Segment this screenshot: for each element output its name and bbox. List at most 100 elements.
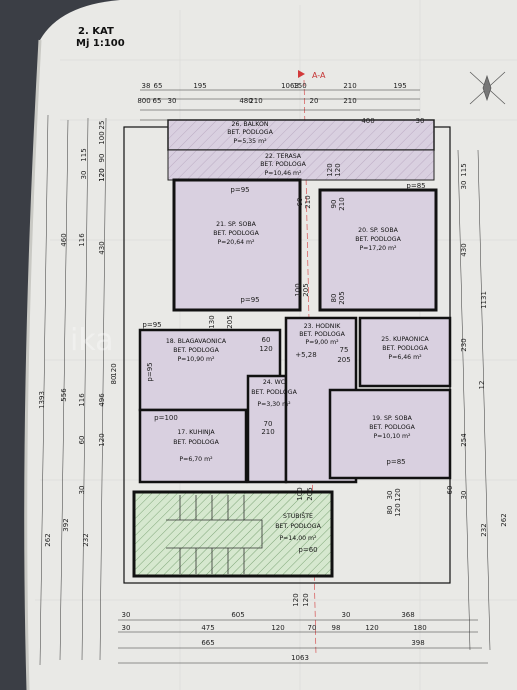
right-dim-label: 30 [460,491,468,500]
terasa-area: P=10,46 m² [264,170,302,177]
top-dim-label: 65 [153,97,162,105]
top-dim-label: 400 [361,117,374,125]
right-dim-label: 12 [478,381,486,390]
soba20-area: P=17,20 m² [359,245,397,252]
kuhinja-name: 17. KUHINJA [177,429,215,436]
hodnik-area: P=9,00 m² [305,339,339,346]
soba19-name: 19. SP. SOBA [372,415,412,422]
inner-dim-label: 60 [296,198,304,207]
wc-name: 24. WC [263,379,285,386]
bottom-dim-label: 180 [413,624,426,632]
bottom-dim-label: 30 [122,611,131,619]
top-dim-label: 195 [393,82,406,90]
compass-icon [469,71,506,105]
top-dim-label: 20 [310,97,319,105]
inner-dim-label: 60 [262,336,271,344]
inner-dim-label: 75 [340,346,349,354]
left-dim-label: 556 [60,388,68,402]
blagavaonica-area: P=10,90 m² [177,356,215,363]
top-dim-label: 210 [343,82,356,90]
stubiste-area: P=14,00 m² [279,535,317,542]
room-kuhinja [138,408,248,484]
inner-dim-label: 120 [302,593,310,606]
left-dim-label: 30 [78,486,86,495]
kupaonica-name: 25. KUPAONICA [381,336,429,343]
left-dim-label: 80 [110,376,118,385]
left-dim-label: 100 [98,131,106,144]
left-dim-label: 60 [78,436,86,445]
left-dim-label: 116 [78,393,86,407]
inner-dim-label: p=85 [406,182,425,190]
inner-dim-label: 205 [302,283,310,296]
left-dim-label: 496 [98,393,106,407]
inner-dim-label: p=60 [298,546,317,554]
inner-dim-label: p=100 [154,414,178,422]
inner-dim-label: 120 [292,593,300,606]
balkon-area: P=5,35 m² [233,138,267,145]
right-dim-label: 80 [386,506,394,515]
inner-dim-label: p=95 [146,362,154,381]
bottom-dim-label: 30 [122,624,131,632]
room-terasa [167,149,435,181]
hodnik-floor: BET. PODLOGA [299,331,345,338]
inner-dim-label: p=95 [142,321,161,329]
top-dim-label: 210 [343,97,356,105]
right-dim-label: 262 [500,513,508,526]
right-dim-label: 120 [394,488,402,501]
inner-dim-label: 130 [208,315,216,328]
right-dim-label: 30 [386,491,394,500]
left-dim-label: 90 [98,154,106,163]
bottom-dim-label: 398 [411,639,424,647]
stubiste-name: STUBIŠTE [283,511,313,520]
room-soba-20 [318,188,438,312]
plan-scale: Mj 1:100 [76,38,125,49]
room-stubiste [132,490,334,578]
kupaonica-area: P=6,46 m² [388,354,422,361]
inner-dim-label: 210 [338,197,346,210]
top-dim-label: 480 [239,97,252,105]
bottom-dim-label: 665 [201,639,214,647]
right-dim-label: 254 [460,433,468,447]
inner-dim-label: 120 [334,163,342,176]
left-dim-label: 120 [98,433,106,446]
plan-heading: 2. KAT [78,26,114,37]
right-dim-label: 30 [460,181,468,190]
right-dim-label: 60 [446,486,454,495]
stair-steps [166,495,263,574]
inner-dim-label: p=95 [240,296,259,304]
bottom-dim-label: 120 [271,624,284,632]
inner-dim-label: 120 [259,345,272,353]
inner-dim-label: +5,28 [295,351,316,359]
top-dim-label: 195 [193,82,206,90]
left-dim-label: 460 [60,233,68,246]
blagavaonica-floor: BET. PODLOGA [173,347,219,354]
top-dim-label: 65 [154,82,163,90]
top-dim-label: 30 [416,117,425,125]
inner-dim-label: 100 [296,487,304,500]
bottom-dim-label: 475 [201,624,214,632]
inner-dim-label: 80 [330,294,338,303]
right-dim-label: 230 [460,338,468,351]
left-dim-label: 430 [98,241,106,254]
hodnik-name: 23. HODNIK [304,323,342,330]
right-dim-label: 120 [394,503,402,516]
right-dim-label: 1131 [480,291,488,309]
left-dim-label: 262 [44,533,52,546]
inner-labels: p=95p=95p=95p=85p=100p=95p=85p=60+5,2813… [142,163,425,606]
balkon-floor: BET. PODLOGA [227,129,273,136]
section-arrow-icon [298,70,305,78]
soba19-area: P=10,10 m² [373,433,411,440]
left-dim-label: 25 [98,121,106,130]
bottom-dim-label: 120 [365,624,378,632]
inner-dim-label: 205 [306,487,314,500]
soba20-floor: BET. PODLOGA [355,236,401,243]
left-dim-label: 115 [80,148,88,161]
top-dim-label: 150 [293,82,306,90]
room-labels: 26. BALKON BET. PODLOGA P=5,35 m² 22. TE… [166,121,430,542]
right-dim-label: 232 [480,523,488,536]
